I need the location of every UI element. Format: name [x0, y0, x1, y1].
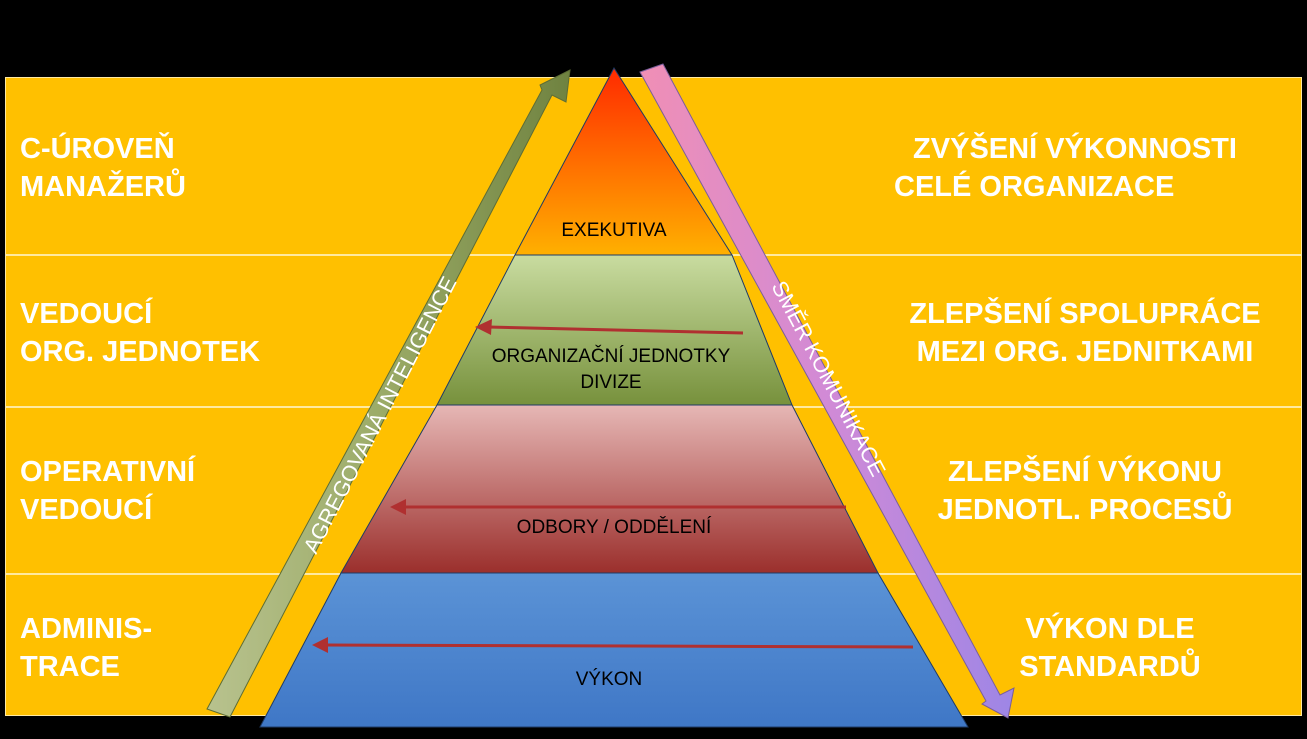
pyramid-tier-departments [340, 404, 879, 574]
left-label-line: VEDOUCÍ [20, 298, 153, 330]
right-label-line: ZLEPŠENÍ VÝKONU [948, 456, 1222, 488]
flow-arrow-units [475, 319, 744, 335]
right-label-line: ZLEPŠENÍ SPOLUPRÁCE [909, 298, 1261, 330]
left-label-line: ADMINIS- [20, 613, 153, 645]
tier-label-executive: EXEKUTIVA [561, 220, 667, 241]
right-label-line: VÝKON DLE [1025, 613, 1195, 645]
right-label-unit-managers: ZLEPŠENÍ SPOLUPRÁCE MEZI ORG. JEDNITKAMI [880, 295, 1290, 371]
right-label-c-level: ZVÝŠENÍ VÝKONNOSTI CELÉ ORGANIZACE [880, 130, 1270, 206]
left-label-line: OPERATIVNÍ [20, 456, 196, 488]
right-label-line: STANDARDŮ [1019, 651, 1201, 683]
right-label-line: JEDNOTL. PROCESŮ [937, 494, 1233, 526]
tier-label-units-line1: ORGANIZAČNÍ JEDNOTKY [492, 345, 731, 367]
left-label-operative: OPERATIVNÍ VEDOUCÍ [20, 453, 195, 529]
left-label-c-level: C-ÚROVEŇ MANAŽERŮ [20, 130, 186, 206]
left-label-line: C-ÚROVEŇ [20, 133, 175, 165]
right-label-line: MEZI ORG. JEDNITKAMI [916, 336, 1254, 368]
tier-label-units-line2: DIVIZE [580, 372, 641, 393]
left-label-unit-managers: VEDOUCÍ ORG. JEDNOTEK [20, 295, 260, 371]
left-label-administration: ADMINIS- TRACE [20, 610, 152, 686]
left-label-line: VEDOUCÍ [20, 494, 153, 526]
right-label-administration: VÝKON DLE STANDARDŮ [990, 610, 1230, 686]
flow-arrow-performance [312, 637, 914, 653]
flow-arrow-departments [390, 499, 846, 515]
tier-label-performance: VÝKON [576, 669, 643, 690]
tier-label-departments: ODBORY / ODDĚLENÍ [517, 516, 712, 538]
right-label-line: CELÉ ORGANIZACE [894, 171, 1175, 203]
left-label-line: TRACE [20, 651, 120, 683]
left-label-line: ORG. JEDNOTEK [20, 336, 261, 368]
right-label-operative: ZLEPŠENÍ VÝKONU JEDNOTL. PROCESŮ [900, 453, 1270, 529]
left-label-line: MANAŽERŮ [20, 171, 186, 203]
right-label-line: ZVÝŠENÍ VÝKONNOSTI [913, 133, 1237, 165]
pyramid-tier-performance [259, 572, 969, 728]
